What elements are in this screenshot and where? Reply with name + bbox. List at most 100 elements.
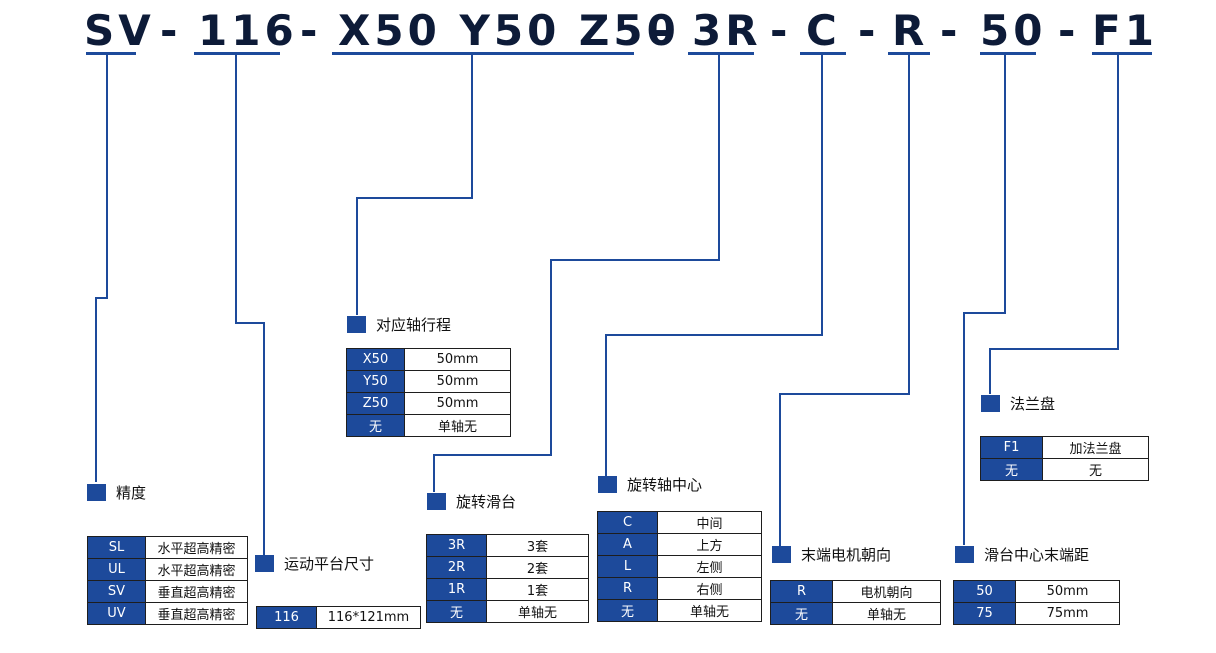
code-segment-xyz: X50 Y50 Z50 xyxy=(338,6,680,55)
heading-travel: 对应轴行程 xyxy=(347,314,451,335)
description-cell: 3套 xyxy=(486,534,589,557)
description-cell: 中间 xyxy=(657,511,762,534)
code-separator: - xyxy=(160,6,182,55)
code-cell: L xyxy=(597,555,658,578)
heading-precision-label: 精度 xyxy=(116,484,147,502)
code-cell: 50 xyxy=(953,580,1016,603)
heading-rotary-stage: 旋转滑台 xyxy=(427,491,516,512)
description-cell: 水平超高精密 xyxy=(145,536,248,559)
code-cell: 75 xyxy=(953,602,1016,625)
description-cell: 上方 xyxy=(657,533,762,556)
heading-travel-label: 对应轴行程 xyxy=(376,316,452,334)
description-cell: 无 xyxy=(1042,458,1149,481)
description-cell: 75mm xyxy=(1015,602,1120,625)
code-underline-r xyxy=(888,52,930,55)
code-separator: - xyxy=(940,6,962,55)
heading-motor-label: 末端电机朝向 xyxy=(801,546,892,564)
code-underline-3r xyxy=(688,52,754,55)
heading-marker xyxy=(255,555,274,572)
heading-platform: 运动平台尺寸 xyxy=(255,553,374,574)
heading-marker xyxy=(427,493,446,510)
heading-precision: 精度 xyxy=(87,482,146,503)
code-cell: 2R xyxy=(426,556,487,579)
code-cell: SV xyxy=(87,580,146,603)
heading-marker xyxy=(347,316,366,333)
description-cell: 单轴无 xyxy=(404,414,511,437)
table-row: 无无 xyxy=(980,458,1149,481)
code-cell: 无 xyxy=(770,602,833,625)
description-cell: 单轴无 xyxy=(832,602,941,625)
heading-flange: 法兰盘 xyxy=(981,393,1055,414)
code-cell: SL xyxy=(87,536,146,559)
description-cell: 右侧 xyxy=(657,577,762,600)
heading-marker xyxy=(981,395,1000,412)
code-cell: 无 xyxy=(597,599,658,622)
table-row: 无单轴无 xyxy=(597,599,762,622)
code-cell: 1R xyxy=(426,578,487,601)
description-cell: 50mm xyxy=(404,392,511,415)
code-cell: 3R xyxy=(426,534,487,557)
code-underline-sv xyxy=(86,52,136,55)
heading-marker xyxy=(955,546,974,563)
code-segment-r: R xyxy=(892,6,929,55)
heading-slide-distance-label: 滑台中心末端距 xyxy=(984,546,1090,564)
heading-slide-distance: 滑台中心末端距 xyxy=(955,544,1089,565)
code-cell: 无 xyxy=(980,458,1043,481)
code-separator: - xyxy=(770,6,792,55)
heading-flange-label: 法兰盘 xyxy=(1010,395,1056,413)
description-cell: 垂直超高精密 xyxy=(145,602,248,625)
code-segment-c: C xyxy=(806,6,841,55)
heading-marker xyxy=(87,484,106,501)
code-underline-f1 xyxy=(1092,52,1152,55)
code-underline-116 xyxy=(194,52,280,55)
heading-motor: 末端电机朝向 xyxy=(772,544,891,565)
description-cell: 左侧 xyxy=(657,555,762,578)
code-cell: UL xyxy=(87,558,146,581)
connector-travel xyxy=(356,55,473,315)
description-cell: 垂直超高精密 xyxy=(145,580,248,603)
code-cell: 116 xyxy=(256,606,317,629)
heading-marker xyxy=(772,546,791,563)
code-segment-sv: SV xyxy=(84,6,155,55)
code-cell: R xyxy=(770,580,833,603)
table-row: 无单轴无 xyxy=(770,602,941,625)
heading-platform-label: 运动平台尺寸 xyxy=(284,555,375,573)
description-cell: 电机朝向 xyxy=(832,580,941,603)
code-cell: X50 xyxy=(346,348,405,371)
code-segment-50: 50 xyxy=(980,6,1047,55)
code-segment-3r: 3R xyxy=(692,6,762,55)
heading-rotary-center: 旋转轴中心 xyxy=(598,474,702,495)
description-cell: 116*121mm xyxy=(316,606,421,629)
connector-flange xyxy=(989,55,1119,394)
code-underline-50 xyxy=(980,52,1036,55)
connector-platform xyxy=(235,55,265,555)
code-segment-f1: F1 xyxy=(1092,6,1158,55)
heading-marker xyxy=(598,476,617,493)
description-cell: 1套 xyxy=(486,578,589,601)
code-underline-c xyxy=(800,52,846,55)
